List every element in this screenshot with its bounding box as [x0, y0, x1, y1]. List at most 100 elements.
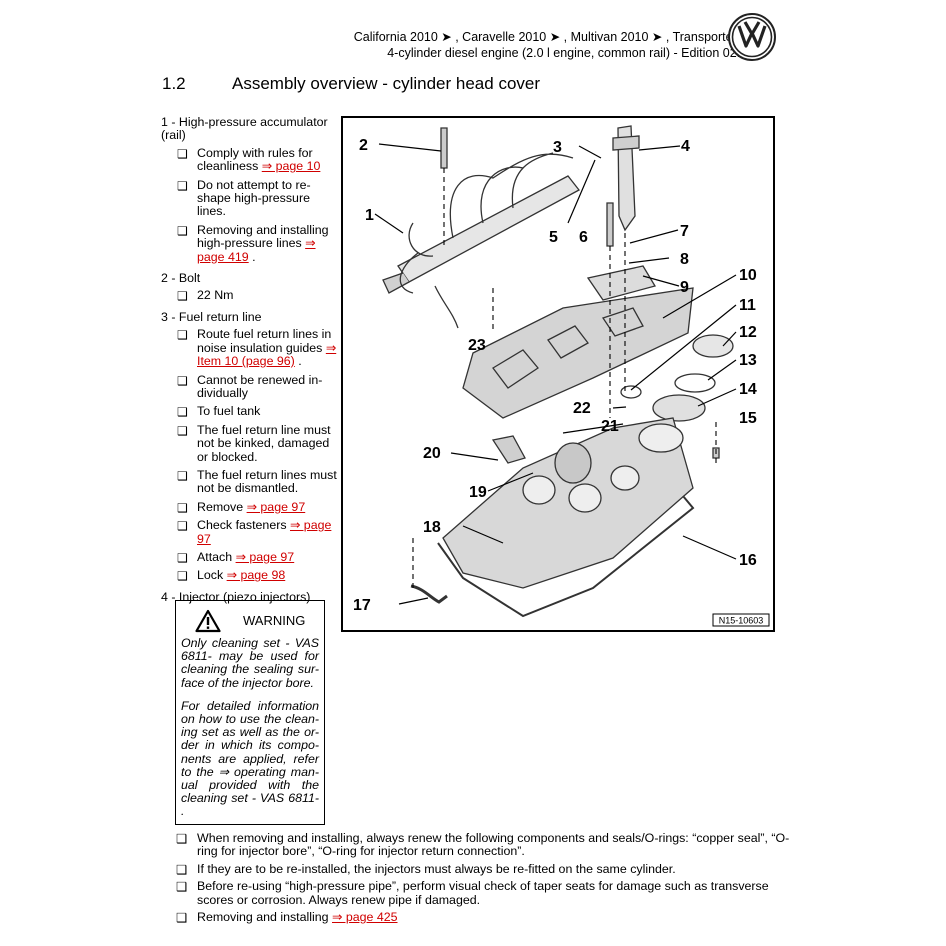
subpoint: ❑Check fasteners ⇒ page 97: [161, 518, 337, 546]
warning-triangle-icon: [195, 609, 221, 633]
callout-20: 20: [423, 445, 441, 462]
callout-10: 10: [739, 267, 757, 284]
callout-11: 11: [739, 297, 756, 314]
note-text: Removing and installing: [197, 910, 332, 925]
checkbox-bullet-icon: ❑: [177, 550, 188, 565]
note-row: ❑ When removing and installing, always re…: [176, 831, 796, 859]
subpoint: ❑Removing and installing high-pressure l…: [161, 223, 337, 264]
callout-16: 16: [739, 552, 757, 569]
subpoint-text: Do not attempt to re-shape high-pressure…: [197, 177, 311, 219]
checkbox-bullet-icon: ❑: [176, 911, 188, 926]
subpoint: ❑ Lock ⇒ page 98: [161, 568, 337, 584]
callout-3: 3: [553, 139, 562, 156]
warning-title: WARNING: [243, 613, 306, 629]
checkbox-bullet-icon: ❑: [177, 289, 188, 304]
subpoint-text: The fuel return line must not be kinked,…: [197, 422, 331, 464]
warning-header: WARNING: [181, 605, 319, 637]
subpoint: ❑ Do not attempt to re-shape high-pressur…: [161, 177, 337, 219]
subpoint-suffix: .: [294, 354, 302, 369]
subpoint: ❑ 22 Nm: [161, 288, 337, 304]
callout-2: 2: [359, 137, 368, 154]
subpoint: ❑ Remove ⇒ page 97: [161, 499, 337, 515]
callout-13: 13: [739, 352, 757, 369]
subpoint: ❑ The fuel return lines must not be disma…: [161, 467, 337, 496]
subpoint-text: The fuel return lines must not be disman…: [197, 467, 337, 496]
note-row: ❑If they are to be re-installed, the inj…: [176, 862, 796, 877]
page-link[interactable]: ⇒ page 98: [226, 568, 286, 583]
subpoint-suffix: .: [248, 249, 256, 264]
checkbox-bullet-icon: ❑: [177, 223, 188, 238]
note-text: When removing and installing, always ren…: [197, 831, 790, 859]
item-title: 3 - Fuel return line: [161, 309, 262, 324]
page-link[interactable]: ⇒ page 97: [235, 549, 295, 564]
callout-4: 4: [681, 138, 690, 155]
item-subpoints: ❑ Comply with rules for cleanliness ⇒ pag…: [161, 145, 337, 264]
item-subpoints: ❑ Route fuel return lines in noise insula…: [161, 327, 337, 584]
warning-box: WARNING Only cleaning set - VAS 6811- ma…: [175, 600, 325, 825]
callout-15: 15: [739, 410, 757, 427]
subpoint: ❑Attach ⇒ page 97: [161, 549, 337, 565]
subpoint: ❑ Route fuel return lines in noise insula…: [161, 327, 337, 369]
callout-7: 7: [680, 223, 689, 240]
header-line-1: California 2010 ➤ , Caravelle 2010 ➤ , M…: [353, 30, 768, 44]
page-link[interactable]: ⇒ page 419: [197, 236, 316, 264]
page-link[interactable]: ⇒ page 10: [261, 159, 321, 174]
warning-paragraph-2: For detailed information on how to use t…: [181, 698, 319, 819]
injector-shape: [617, 125, 636, 232]
page-link[interactable]: ⇒ page 425: [332, 910, 398, 925]
subpoint-text: Cannot be renewed in-dividually: [197, 372, 323, 400]
subpoint: ❑ To fuel tank: [161, 404, 337, 420]
item-subpoints: ❑ 22 Nm: [161, 288, 337, 304]
page-link[interactable]: ⇒ page 97: [197, 518, 332, 546]
page-link[interactable]: ⇒ page 97: [246, 499, 306, 514]
gasket-shape: [437, 495, 695, 618]
subpoint-text: Route fuel return lines in noise insulat…: [197, 327, 332, 355]
callout-23: 23: [468, 337, 486, 354]
subpoint-text: Check fasteners: [197, 518, 290, 533]
vw-logo-icon: [728, 13, 776, 61]
item-title: 2 - Bolt: [161, 271, 201, 286]
callout-9: 9: [680, 279, 689, 296]
checkbox-bullet-icon: ❑: [177, 328, 188, 343]
callout-14: 14: [739, 381, 757, 398]
checkbox-bullet-icon: ❑: [177, 373, 188, 388]
subpoint-text: 22 Nm: [197, 288, 234, 303]
subpoint-text: Comply with rules for cleanliness: [197, 145, 313, 174]
checkbox-bullet-icon: ❑: [176, 832, 188, 846]
callout-21: 21: [601, 418, 619, 435]
checkbox-bullet-icon: ❑: [177, 500, 188, 515]
warning-paragraph-1: Only cleaning set - VAS 6811- may be use…: [181, 636, 319, 690]
checkbox-bullet-icon: ❑: [177, 569, 188, 584]
callout-22: 22: [573, 400, 591, 417]
checkbox-bullet-icon: ❑: [177, 146, 188, 161]
checkbox-bullet-icon: ❑: [177, 423, 188, 438]
section-title: Assembly overview - cylinder head cover: [232, 74, 541, 93]
callout-1: 1: [365, 207, 374, 224]
checkbox-bullet-icon: ❑: [177, 405, 188, 420]
checkbox-bullet-icon: ❑: [176, 880, 188, 895]
note-row: ❑ Before re-using “high-pressure pipe”, p…: [176, 879, 796, 907]
figure-code: N15-10603: [719, 616, 764, 626]
note-text: Before re-using “high-pressure pipe”, pe…: [197, 879, 769, 907]
subpoint-text: Remove: [197, 499, 247, 514]
subpoint: ❑ Comply with rules for cleanliness ⇒ pag…: [161, 145, 337, 174]
callout-19: 19: [469, 484, 487, 501]
subpoint-text: Lock: [197, 568, 227, 583]
checkbox-bullet-icon: ❑: [177, 178, 188, 193]
subpoint: ❑ The fuel return line must not be kinked…: [161, 422, 337, 464]
item-title: 1 - High-pressure accumulator (rail): [161, 115, 328, 143]
callout-18: 18: [423, 519, 441, 536]
callout-5: 5: [549, 229, 558, 246]
cover-shape: [442, 417, 694, 589]
callout-8: 8: [680, 251, 689, 268]
section-number: 1.2: [162, 74, 186, 93]
header-line-2: 4-cylinder diesel engine (2.0 l engine, …: [387, 46, 768, 60]
checkbox-bullet-icon: ❑: [177, 468, 188, 483]
callout-12: 12: [739, 324, 757, 341]
subpoint-text: To fuel tank: [197, 404, 261, 419]
page-link[interactable]: ⇒ Item 10 (page 96): [197, 340, 337, 369]
note-row: ❑ Removing and installing ⇒ page 425: [176, 910, 796, 926]
